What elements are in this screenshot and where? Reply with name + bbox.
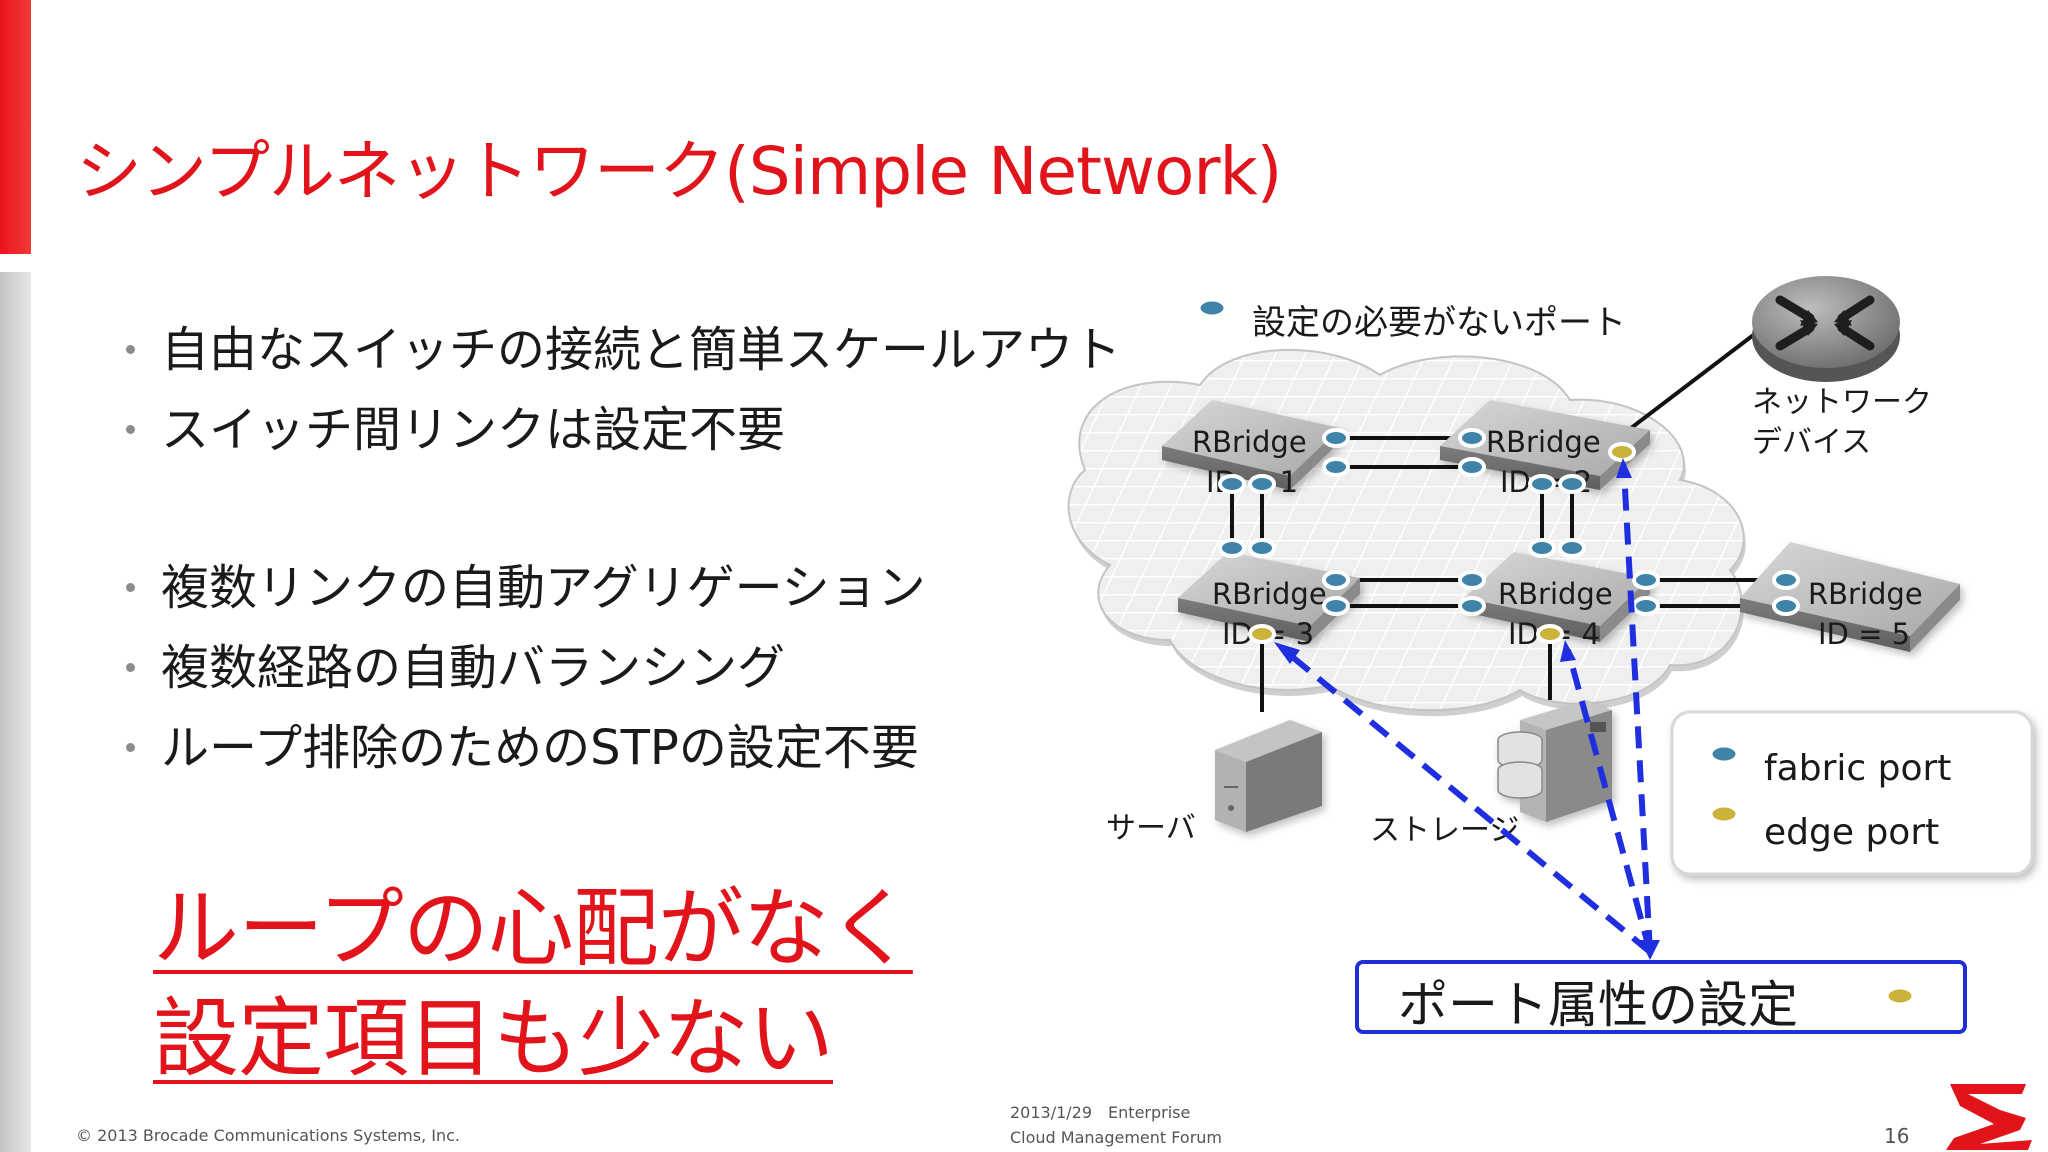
bullet-text: 自由なスイッチの接続と簡単スケールアウト bbox=[161, 322, 1122, 378]
legend-fabric-label: fabric port bbox=[1764, 748, 1951, 789]
switch-5-id: ID = 5 bbox=[1818, 617, 1910, 651]
bullet-dot bbox=[126, 582, 135, 592]
fabric-port bbox=[1528, 474, 1556, 494]
arrow-head bbox=[1274, 642, 1300, 664]
switch-3-name: RBridge bbox=[1212, 577, 1327, 611]
footer-event: 2013/1/29 Enterprise Cloud Management Fo… bbox=[1010, 1100, 1222, 1150]
edge-port bbox=[1608, 442, 1636, 462]
bullet-item: 複数経路の自動バランシング bbox=[126, 628, 785, 698]
fabric-port bbox=[1248, 474, 1276, 494]
no-config-port-label: 設定の必要がないポート bbox=[1252, 303, 1626, 343]
port-config-box: ポート属性の設定 bbox=[1355, 960, 1967, 1034]
fabric-port bbox=[1248, 538, 1276, 558]
arrow-to-switch-2 bbox=[1621, 469, 1653, 953]
fabric-port bbox=[1632, 570, 1660, 590]
server-icon bbox=[1215, 720, 1322, 832]
network-device-label-line2: デバイス bbox=[1752, 425, 1871, 460]
switch-4[interactable] bbox=[1464, 552, 1650, 642]
router-icon bbox=[1752, 276, 1900, 382]
bullet-dot bbox=[126, 742, 135, 752]
storage-label: ストレージ bbox=[1370, 813, 1519, 848]
fabric-ports bbox=[1218, 428, 1800, 616]
emphasis-line-1: ループの心配がなく bbox=[153, 879, 914, 979]
page-number: 16 bbox=[1884, 1124, 1910, 1148]
fabric-port bbox=[1322, 570, 1350, 590]
switch-2-name: RBridge bbox=[1486, 425, 1601, 459]
brocade-logo-icon bbox=[1946, 1084, 2032, 1150]
bullet-text: スイッチ間リンクは設定不要 bbox=[161, 402, 786, 458]
legend-edge-label: edge port bbox=[1764, 812, 1939, 853]
arrow-head bbox=[1616, 458, 1632, 478]
bullet-text: 複数リンクの自動アグリゲーション bbox=[161, 560, 926, 616]
bullet-text: 複数経路の自動バランシング bbox=[161, 640, 786, 696]
emphasis-line-2: 設定項目も少ない bbox=[153, 989, 834, 1089]
footer-date: 2013/1/29 Enterprise bbox=[1010, 1103, 1191, 1122]
bullet-text: ループ排除のためのSTPの設定不要 bbox=[161, 720, 919, 776]
bullet-dot bbox=[126, 344, 135, 354]
fabric-port bbox=[1528, 538, 1556, 558]
arrow-head bbox=[1640, 940, 1660, 960]
fabric-port bbox=[1322, 596, 1350, 616]
fabric-port bbox=[1322, 457, 1350, 477]
arrow-to-switch-3 bbox=[1282, 647, 1652, 955]
storage-icon bbox=[1497, 700, 1612, 822]
fabric-port bbox=[1322, 428, 1350, 448]
fabric-port bbox=[1458, 428, 1486, 448]
edge-port-icon bbox=[1883, 984, 1917, 1008]
legend-box: fabric port edge port bbox=[1670, 710, 2034, 876]
config-arrows bbox=[1282, 469, 1653, 955]
arrow-heads bbox=[1274, 458, 1660, 960]
fabric-port bbox=[1218, 474, 1246, 494]
link-2-router bbox=[1608, 328, 1762, 446]
footer-copyright: © 2013 Brocade Communications Systems, I… bbox=[76, 1126, 461, 1145]
fabric-port bbox=[1772, 596, 1800, 616]
arrow-to-switch-4 bbox=[1565, 649, 1653, 953]
edge-port bbox=[1536, 624, 1564, 644]
network-device-label-line1: ネットワーク bbox=[1752, 385, 1932, 420]
fabric-port bbox=[1458, 457, 1486, 477]
no-config-port-icon bbox=[1195, 296, 1229, 320]
switch-5-name: RBridge bbox=[1808, 577, 1923, 611]
legend-fabric-icon bbox=[1707, 742, 1741, 766]
footer-forum: Cloud Management Forum bbox=[1010, 1128, 1222, 1147]
bullet-dot bbox=[126, 662, 135, 672]
legend-edge-icon bbox=[1707, 802, 1741, 826]
fabric-port bbox=[1218, 538, 1246, 558]
slide-title: シンプルネットワーク(Simple Network) bbox=[76, 133, 1282, 210]
fabric-port bbox=[1772, 570, 1800, 590]
edge-ports bbox=[1248, 442, 1636, 644]
bullet-item: 複数リンクの自動アグリゲーション bbox=[126, 548, 926, 618]
port-config-label: ポート属性の設定 bbox=[1398, 976, 1798, 1034]
arrow-head bbox=[1560, 640, 1576, 662]
switch-1-name: RBridge bbox=[1192, 425, 1307, 459]
edge-port bbox=[1248, 624, 1276, 644]
bullet-item: スイッチ間リンクは設定不要 bbox=[126, 390, 785, 460]
bullet-item: ループ排除のためのSTPの設定不要 bbox=[126, 708, 919, 778]
fabric-port bbox=[1558, 474, 1586, 494]
side-accent-bar bbox=[0, 272, 31, 1152]
bullet-item: 自由なスイッチの接続と簡単スケールアウト bbox=[126, 310, 1121, 380]
bullet-dot bbox=[126, 424, 135, 434]
fabric-cloud bbox=[1067, 348, 1746, 717]
server-label: サーバ bbox=[1106, 811, 1196, 846]
fabric-port bbox=[1458, 570, 1486, 590]
fabric-port bbox=[1632, 596, 1660, 616]
fabric-port bbox=[1458, 596, 1486, 616]
fabric-port bbox=[1558, 538, 1586, 558]
switch-4-name: RBridge bbox=[1498, 577, 1613, 611]
title-accent-bar bbox=[0, 0, 31, 254]
